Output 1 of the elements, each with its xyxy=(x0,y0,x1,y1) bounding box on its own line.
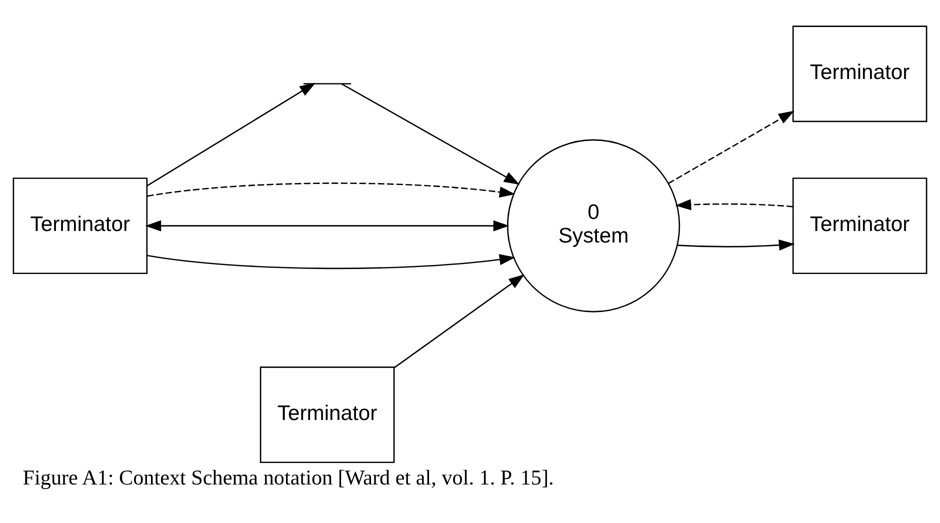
caption: Figure A1: Context Schema notation [Ward et al, vol. 1. P. 15]. xyxy=(22,466,554,490)
